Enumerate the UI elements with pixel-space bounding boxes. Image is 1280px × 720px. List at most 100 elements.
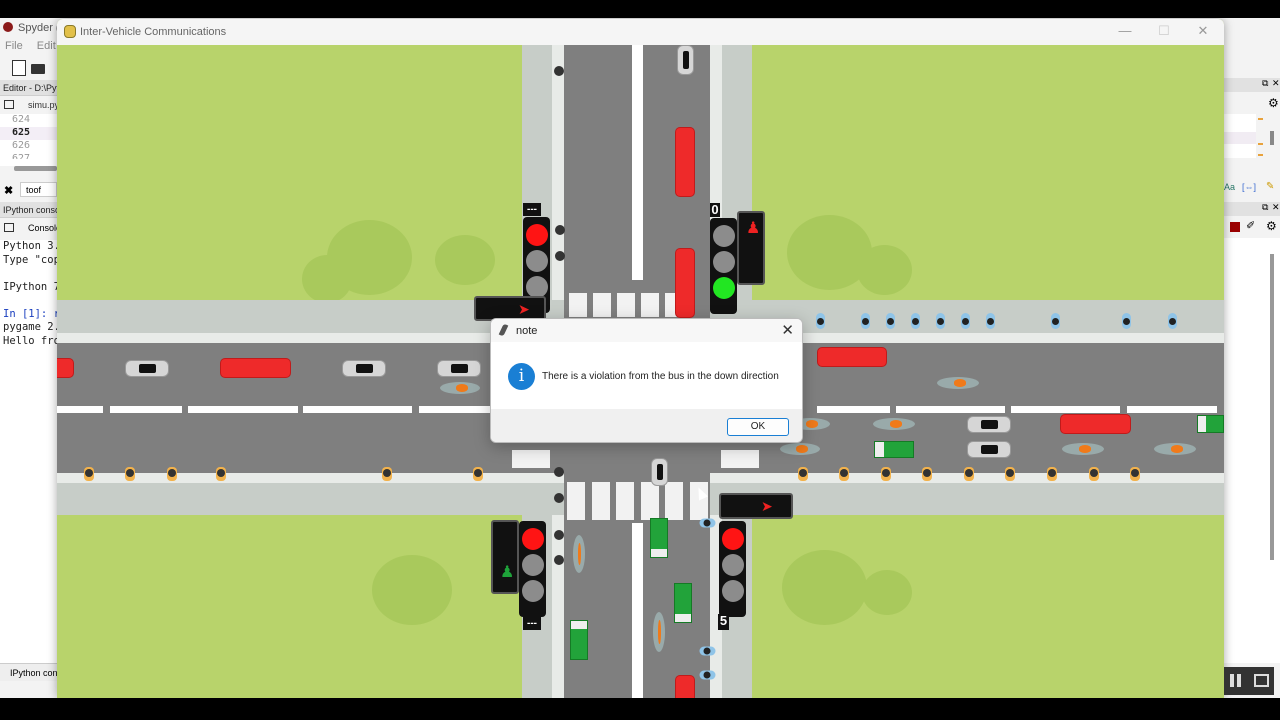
crosswalk-stripe — [690, 482, 708, 520]
regex-icon[interactable]: ✎ — [1266, 181, 1275, 192]
bush — [435, 235, 495, 285]
pedestrian-blue — [911, 313, 920, 329]
console-tab[interactable]: Console — [28, 223, 62, 233]
car-gray — [651, 458, 668, 486]
stop-icon[interactable] — [1230, 222, 1240, 232]
pedestrian — [554, 66, 564, 76]
truck-green — [570, 620, 588, 660]
note-dialog: note ✕ i There is a violation from the b… — [490, 318, 803, 443]
car-gray — [342, 360, 386, 377]
bus-red-violating — [675, 248, 695, 318]
bus-red — [675, 127, 695, 197]
bush — [862, 570, 912, 615]
console-line: In [1]: r — [3, 307, 57, 320]
open-folder-icon[interactable] — [31, 64, 45, 74]
editor-tab-simu[interactable]: simu.py — [28, 100, 60, 110]
lamp-yellow-off — [522, 554, 544, 576]
lane-dash — [896, 406, 1005, 413]
line-number: 624 — [12, 114, 31, 125]
crosswalk-stripe — [569, 293, 587, 317]
lane-dash — [817, 406, 890, 413]
find-input[interactable]: toof — [20, 182, 57, 197]
truck-green — [1197, 415, 1224, 433]
pedestrian-orange — [1130, 467, 1140, 481]
editor-pane-header: Editor - D:\Pyt — [0, 80, 57, 96]
bus-red — [817, 347, 887, 367]
lamp-red-on — [526, 224, 548, 246]
pedestrian-blue — [699, 518, 716, 528]
ok-button[interactable]: OK — [727, 418, 789, 436]
lamp-green-off — [722, 580, 744, 602]
gear-icon[interactable]: ⚙ — [1266, 219, 1277, 233]
pedestrian-orange — [964, 467, 974, 481]
pedestrian-blue — [1122, 313, 1131, 329]
console-line: pygame 2. — [3, 321, 57, 333]
motorcycle — [1062, 443, 1104, 455]
pedestrian-orange — [382, 467, 392, 481]
motorcycle — [573, 535, 585, 573]
minimize-button[interactable]: — — [1118, 23, 1132, 38]
dialog-message: There is a violation from the bus in the… — [542, 371, 779, 382]
undock-icon[interactable]: ⧉ — [1262, 202, 1269, 212]
undock-icon[interactable]: ⧉ — [1262, 78, 1269, 88]
pause-icon[interactable] — [1230, 674, 1234, 687]
traffic-light-south-right — [719, 521, 746, 617]
lamp-green-off — [526, 276, 548, 298]
lane-dash — [1011, 406, 1120, 413]
pedestrian-orange — [84, 467, 94, 481]
lamp-red-off — [713, 225, 735, 247]
maximize-button[interactable]: ☐ — [1158, 23, 1170, 38]
menu-edit[interactable]: Edit — [36, 40, 56, 52]
gear-icon[interactable]: ⚙ — [1268, 96, 1279, 110]
browse-tabs-icon[interactable] — [4, 100, 14, 109]
pedestrian-orange — [1005, 467, 1015, 481]
pygame-title-bar: Inter-Vehicle Communications — ☐ ✕ — [57, 19, 1224, 45]
menu-file[interactable]: File — [5, 40, 23, 52]
dialog-footer: OK — [491, 409, 802, 442]
crosswalk-stripe — [665, 482, 683, 520]
pedestrian — [554, 530, 564, 540]
dialog-title-bar: note ✕ — [491, 319, 802, 342]
vertical-scrollbar[interactable] — [1270, 254, 1274, 560]
close-button[interactable]: ✕ — [1197, 23, 1209, 38]
new-file-icon[interactable] — [12, 60, 26, 76]
lamp-green-off — [522, 580, 544, 602]
bush — [302, 255, 352, 303]
crosswalk-stripe — [567, 482, 585, 520]
find-bar: ✖ toof — [0, 181, 57, 199]
pedestrian — [555, 251, 565, 261]
marker — [1258, 118, 1263, 120]
editor-horizontal-scrollbar[interactable] — [14, 166, 57, 171]
picture-in-picture-icon[interactable] — [1254, 674, 1269, 687]
bus-red — [1060, 414, 1131, 434]
pedestrian — [554, 555, 564, 565]
pedestrian-blue — [699, 670, 716, 680]
close-pane-icon[interactable]: ✕ — [1272, 78, 1280, 88]
pedestrian-blue — [816, 313, 825, 329]
pedestrian-blue — [986, 313, 995, 329]
bottom-tab-ipython[interactable]: IPython cons — [0, 663, 57, 681]
browse-console-tabs-icon[interactable] — [4, 223, 14, 232]
car-gray — [967, 416, 1011, 433]
dialog-close-button[interactable]: ✕ — [781, 322, 794, 339]
code-editor[interactable]: 624 625 626 627 — [0, 114, 57, 166]
lamp-red-on — [722, 528, 744, 550]
case-sensitive-icon[interactable]: Aa — [1224, 182, 1236, 192]
vertical-scrollbar[interactable] — [1270, 131, 1274, 145]
eraser-icon[interactable]: ✐ — [1246, 220, 1256, 232]
close-find-icon[interactable]: ✖ — [4, 185, 14, 197]
pedestrian-blue — [886, 313, 895, 329]
lamp-yellow-off — [526, 250, 548, 272]
marker — [1258, 143, 1263, 145]
pedestrian-orange — [922, 467, 932, 481]
close-pane-icon[interactable]: ✕ — [1272, 202, 1280, 212]
window-title: Inter-Vehicle Communications — [80, 26, 227, 38]
pedestrian-blue — [861, 313, 870, 329]
bus-red — [220, 358, 291, 378]
console-tab-bar: Console — [0, 219, 61, 238]
lamp-green-on — [713, 277, 735, 299]
python-logo-icon — [64, 25, 76, 38]
spyder-logo-icon — [3, 22, 13, 32]
whole-word-icon[interactable]: [⇔] — [1242, 182, 1257, 192]
